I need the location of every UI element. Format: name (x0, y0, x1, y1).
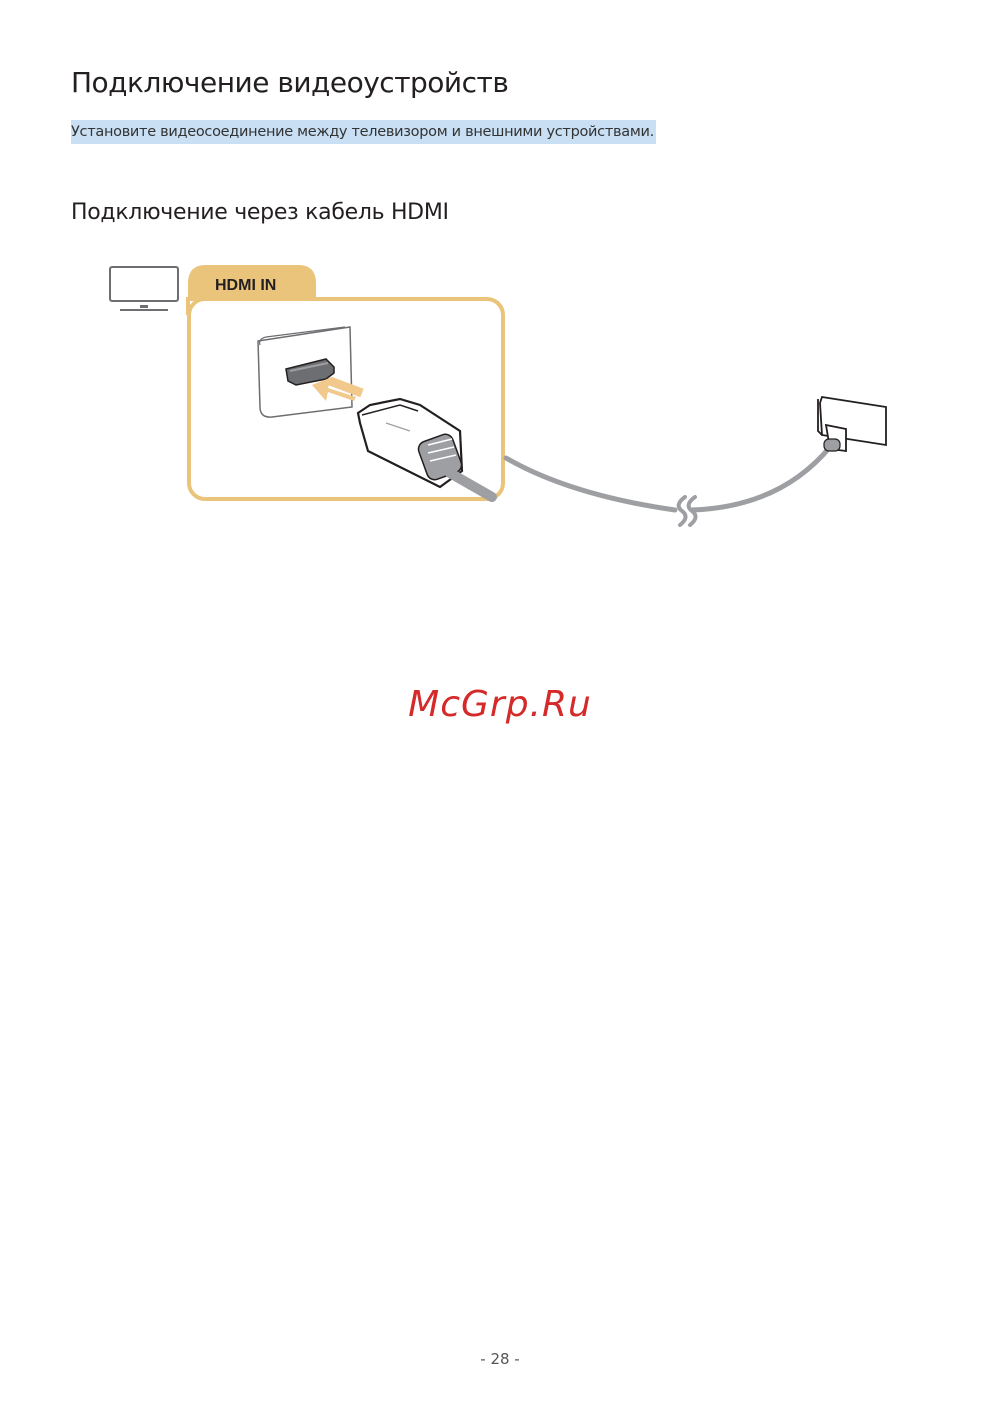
insert-arrow-icon (312, 376, 364, 401)
page-number: - 28 - (480, 1350, 520, 1368)
cable-break-icon (676, 495, 688, 527)
section-title: Подключение через кабель HDMI (71, 200, 449, 225)
hdmi-port (257, 326, 353, 418)
page-subtitle-highlighted: Установите видеосоединение между телевиз… (71, 120, 656, 144)
watermark: McGrp.Ru (408, 684, 592, 725)
external-device-port (817, 395, 887, 453)
hdmi-in-label: HDMI IN (215, 277, 276, 294)
hdmi-cable (445, 468, 497, 502)
hdmi-cable-long (503, 455, 678, 513)
hdmi-in-tab: HDMI IN (188, 265, 316, 299)
tv-icon (109, 266, 179, 311)
hdmi-connection-diagram: HDMI IN (109, 265, 887, 527)
page-title: Подключение видеоустройств (71, 66, 509, 99)
